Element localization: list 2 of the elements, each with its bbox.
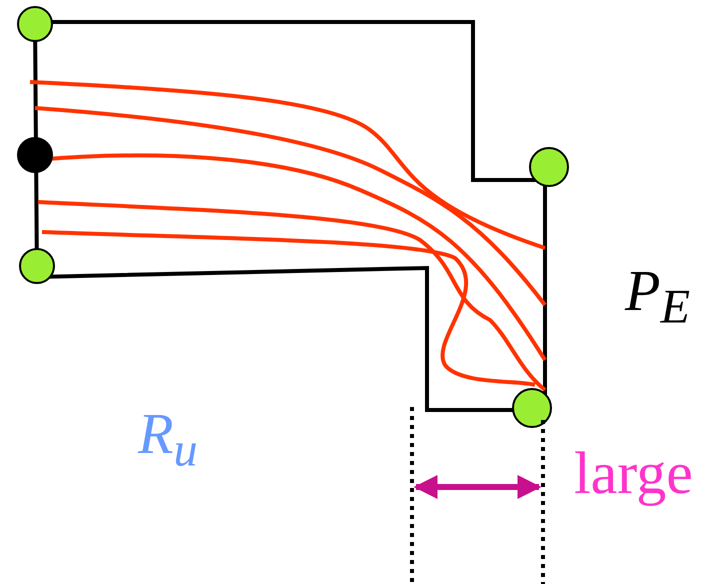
region-label: R$_{u}$: [138, 405, 198, 475]
region-label: P$_{E}$: [625, 262, 690, 332]
